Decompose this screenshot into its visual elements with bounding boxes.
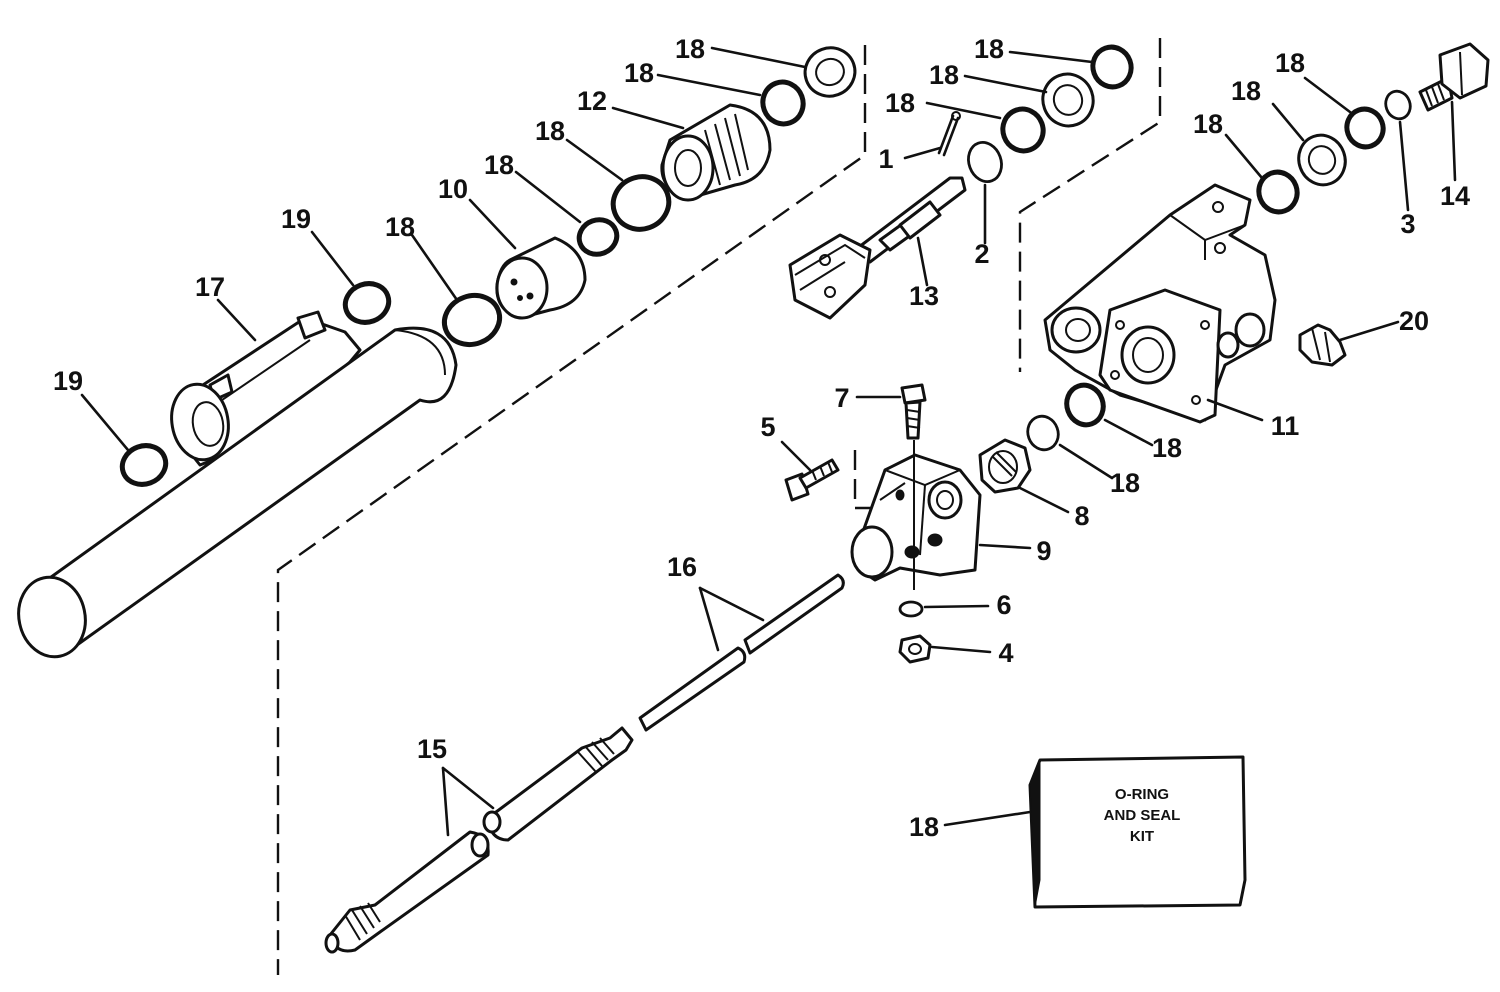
- callout-11: 11: [1271, 411, 1300, 441]
- o-ring-seal-kit-box: O-RING AND SEAL KIT: [1028, 755, 1247, 909]
- callout-4: 4: [998, 638, 1013, 668]
- washer-part-6: [898, 600, 924, 618]
- callout-18-d: 18: [624, 58, 654, 88]
- bolt-part-7: [900, 383, 927, 590]
- cylinder-assembly-part-17: [17, 310, 458, 659]
- callout-19-right: 19: [281, 204, 311, 234]
- fitting-part-20: [1298, 323, 1347, 367]
- o-ring-19-left: [119, 443, 169, 487]
- nut-part-4: [898, 634, 932, 664]
- o-ring-19-right: [342, 281, 392, 325]
- callout-2: 2: [974, 239, 989, 269]
- leader-lines: [80, 46, 1457, 837]
- rods-part-16: [638, 573, 845, 732]
- kit-label-line3: KIT: [1130, 828, 1154, 845]
- kit-label-line2: AND SEAL: [1104, 807, 1181, 824]
- callout-16: 16: [667, 552, 697, 582]
- o-ring-3: [1384, 89, 1412, 121]
- callout-labels: 19 19 17 18 10 18 18 12 18 18 1 18 2 18 …: [53, 34, 1470, 842]
- callout-17: 17: [195, 272, 225, 302]
- callout-18-b: 18: [484, 150, 514, 180]
- callout-20: 20: [1399, 306, 1429, 336]
- o-ring-18-f: [1000, 106, 1046, 154]
- o-ring-18-k: [1344, 106, 1386, 150]
- o-ring-18-c: [610, 174, 672, 232]
- gland-part-12: [660, 103, 772, 202]
- callout-18-h: 18: [974, 34, 1004, 64]
- callout-3: 3: [1400, 209, 1415, 239]
- shafts-part-15: [324, 726, 634, 954]
- callout-18-j: 18: [1231, 76, 1261, 106]
- o-ring-18-l: [1064, 382, 1106, 428]
- seal-18-e: [803, 46, 857, 98]
- callout-9: 9: [1036, 536, 1051, 566]
- valve-spool-part-13: [788, 176, 967, 320]
- o-ring-18-b: [576, 217, 620, 257]
- callout-14: 14: [1440, 181, 1470, 211]
- nut-part-8: [978, 438, 1032, 494]
- valve-body-part-11: [1043, 183, 1277, 424]
- bracket-part-9: [850, 453, 982, 582]
- callout-18-kit: 18: [909, 812, 939, 842]
- callout-10: 10: [438, 174, 468, 204]
- callout-5: 5: [760, 412, 775, 442]
- seal-18-g: [1041, 72, 1095, 128]
- callout-7: 7: [834, 383, 849, 413]
- callout-19-left: 19: [53, 366, 83, 396]
- callout-6: 6: [996, 590, 1011, 620]
- plug-part-14: [1418, 42, 1490, 112]
- callout-18-f: 18: [885, 88, 915, 118]
- callout-18-a: 18: [385, 212, 415, 242]
- callout-15: 15: [417, 734, 447, 764]
- callout-18-c: 18: [535, 116, 565, 146]
- callout-18-l: 18: [1152, 433, 1182, 463]
- callout-18-m: 18: [1110, 468, 1140, 498]
- bolt-part-5: [784, 458, 840, 502]
- o-ring-18-m: [1026, 414, 1060, 452]
- seal-18-j: [1297, 133, 1347, 187]
- o-ring-2: [967, 141, 1003, 183]
- cotter-pin-part-1: [937, 111, 961, 157]
- o-ring-18-d: [760, 79, 806, 127]
- piston-part-10: [495, 236, 587, 320]
- kit-label-line1: O-RING: [1115, 786, 1169, 803]
- callout-1: 1: [878, 144, 893, 174]
- callout-18-k: 18: [1275, 48, 1305, 78]
- callout-8: 8: [1074, 501, 1089, 531]
- callout-18-e: 18: [675, 34, 705, 64]
- o-ring-18-a: [441, 292, 503, 348]
- o-ring-18-i: [1256, 169, 1300, 215]
- callout-13: 13: [909, 281, 939, 311]
- o-ring-18-h: [1090, 44, 1134, 90]
- callout-12: 12: [577, 86, 607, 116]
- callout-18-g: 18: [929, 60, 959, 90]
- callout-18-i: 18: [1193, 109, 1223, 139]
